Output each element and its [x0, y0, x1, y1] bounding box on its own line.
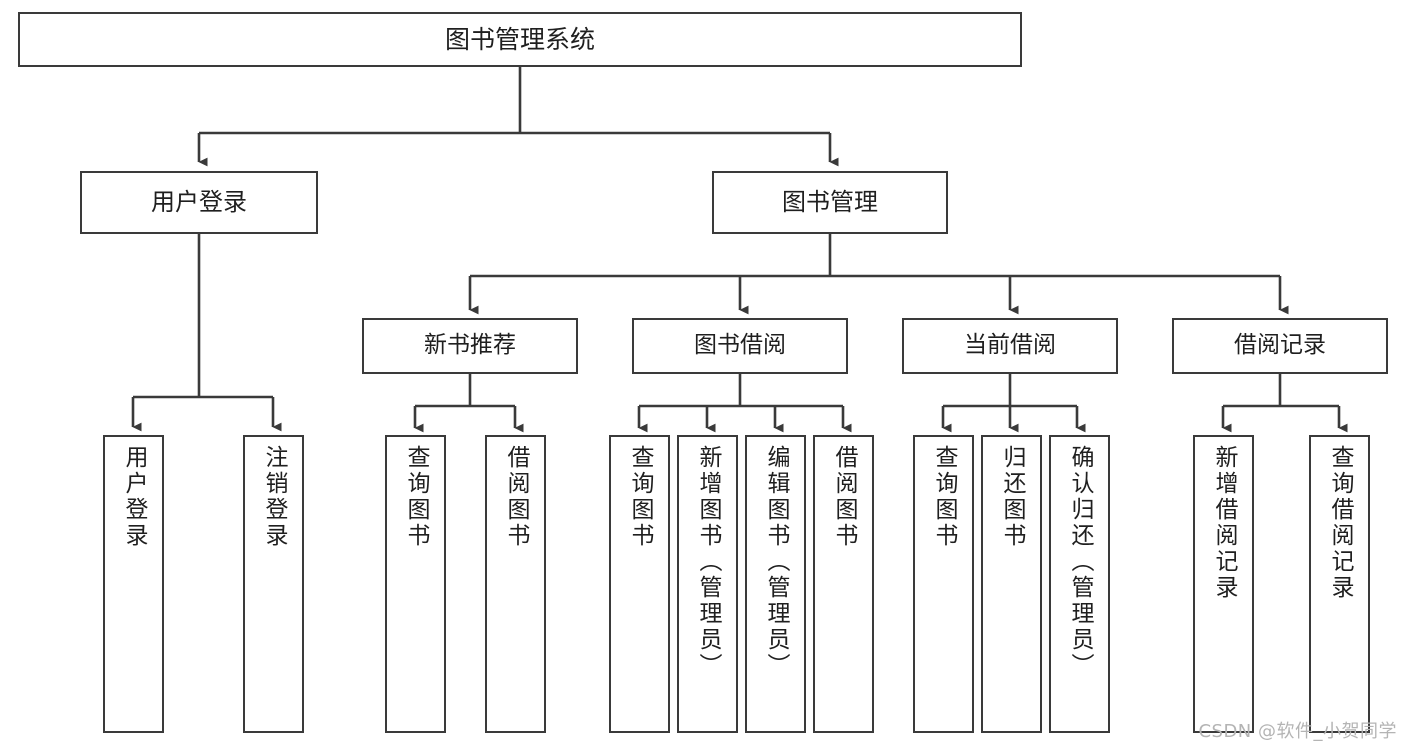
leaf-book-borrow-borrow-book[interactable]: 借阅图书	[813, 435, 874, 733]
node-label: 查询借阅记录	[1327, 445, 1353, 601]
node-label: 图书管理	[782, 188, 878, 217]
node-label: 当前借阅	[964, 332, 1056, 359]
node-book-management[interactable]: 图书管理	[712, 171, 948, 234]
node-user-login[interactable]: 用户登录	[80, 171, 318, 234]
leaf-new-book-query-book[interactable]: 查询图书	[385, 435, 446, 733]
node-label: 借阅记录	[1234, 332, 1326, 359]
node-label: 新增图书（管理员）	[695, 445, 721, 679]
node-label: 注销登录	[261, 445, 287, 549]
node-label: 查询图书	[627, 445, 653, 549]
node-label: 用户登录	[151, 188, 247, 217]
node-current-borrow[interactable]: 当前借阅	[902, 318, 1118, 374]
node-label: 图书管理系统	[444, 24, 595, 54]
node-label: 用户登录	[121, 445, 147, 549]
leaf-book-borrow-add-book-admin[interactable]: 新增图书（管理员）	[677, 435, 738, 733]
node-new-book-recommend[interactable]: 新书推荐	[362, 318, 578, 374]
leaf-current-borrow-confirm-return-admin[interactable]: 确认归还（管理员）	[1049, 435, 1110, 733]
node-label: 编辑图书（管理员）	[763, 445, 789, 679]
node-label: 借阅图书	[831, 445, 857, 549]
node-label: 查询图书	[403, 445, 429, 549]
leaf-book-borrow-edit-book-admin[interactable]: 编辑图书（管理员）	[745, 435, 806, 733]
leaf-book-borrow-query-book[interactable]: 查询图书	[609, 435, 670, 733]
node-label: 借阅图书	[503, 445, 529, 549]
node-label: 归还图书	[999, 445, 1025, 549]
leaf-current-borrow-query-book[interactable]: 查询图书	[913, 435, 974, 733]
node-root-system[interactable]: 图书管理系统	[18, 12, 1022, 67]
leaf-current-borrow-return-book[interactable]: 归还图书	[981, 435, 1042, 733]
leaf-user-login-login[interactable]: 用户登录	[103, 435, 164, 733]
leaf-user-login-logout[interactable]: 注销登录	[243, 435, 304, 733]
leaf-new-book-borrow-book[interactable]: 借阅图书	[485, 435, 546, 733]
csdn-watermark: CSDN @软件_小贺同学	[1198, 721, 1397, 742]
node-label: 查询图书	[931, 445, 957, 549]
node-label: 新书推荐	[424, 332, 516, 359]
node-label: 图书借阅	[694, 332, 786, 359]
leaf-borrow-record-query-record[interactable]: 查询借阅记录	[1309, 435, 1370, 733]
leaf-borrow-record-add-record[interactable]: 新增借阅记录	[1193, 435, 1254, 733]
node-borrow-record[interactable]: 借阅记录	[1172, 318, 1388, 374]
node-book-borrow[interactable]: 图书借阅	[632, 318, 848, 374]
node-label: 新增借阅记录	[1211, 445, 1237, 601]
node-label: 确认归还（管理员）	[1067, 445, 1093, 679]
